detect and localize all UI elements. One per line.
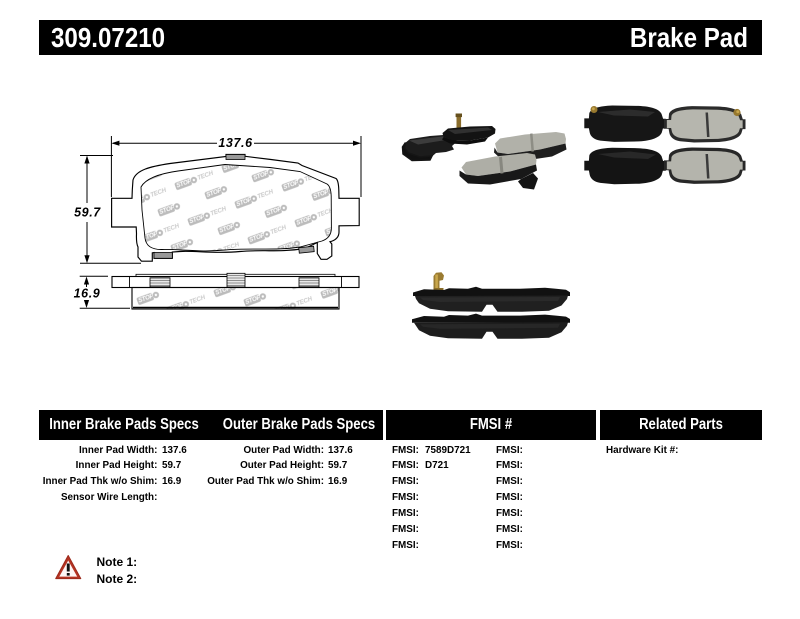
svg-text:137.6: 137.6 xyxy=(218,136,253,150)
svg-text:59.7: 59.7 xyxy=(74,206,101,220)
svg-text:16.9: 16.9 xyxy=(74,287,101,301)
